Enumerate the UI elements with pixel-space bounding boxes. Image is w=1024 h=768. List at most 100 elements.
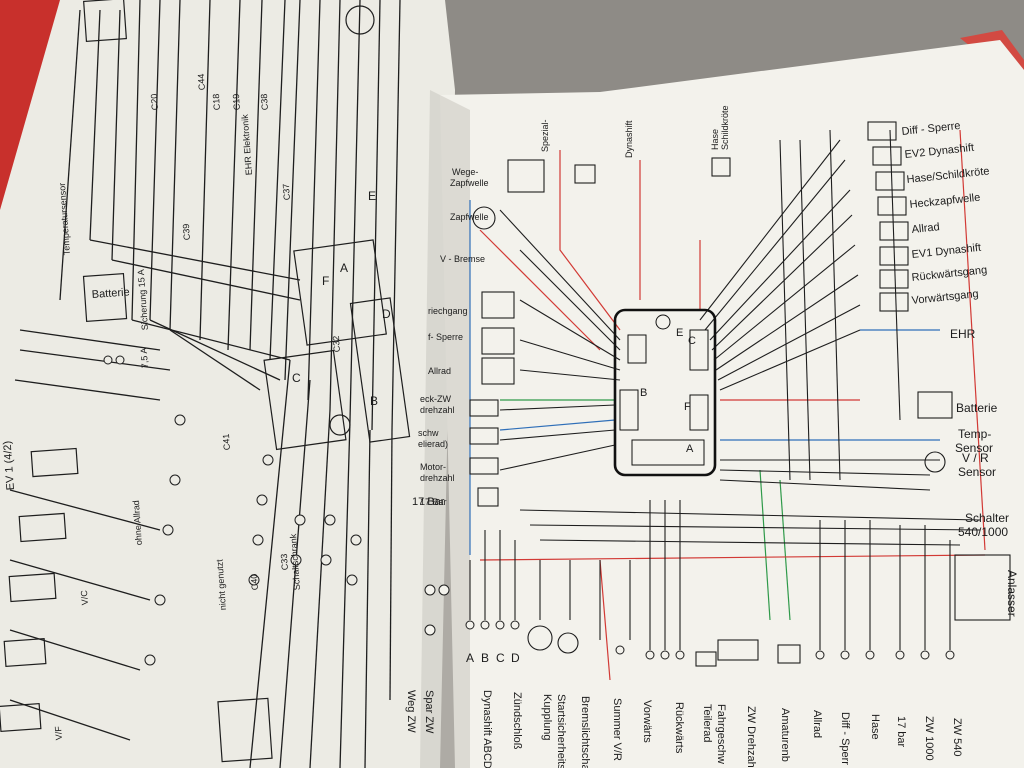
label-fuse-15a: Sicherung 15 A xyxy=(136,269,150,331)
bottom-label-kupplung: Kupplung xyxy=(541,694,553,741)
module-letter-F: F xyxy=(684,401,691,413)
module-letter-A: A xyxy=(686,443,694,455)
bottom-label-bremslichtschalter: Bremslichtschalter xyxy=(579,696,591,768)
label-C18: C18 xyxy=(211,93,222,110)
label-C: C xyxy=(292,371,301,385)
left-components xyxy=(0,0,411,763)
label-v-bremse: V - Bremse xyxy=(440,254,485,264)
bottom-label-vorwaerts: Vorwärts xyxy=(641,700,653,743)
bottom-label-weg-zw: Weg ZW xyxy=(405,690,417,733)
label-anlasser: Anlasser xyxy=(1005,570,1019,617)
terminal-letters: A B C D xyxy=(466,651,520,665)
label-temp-sensor: Sensor xyxy=(955,441,993,455)
gutter-shadow xyxy=(420,90,470,768)
bottom-label-allrad: Allrad xyxy=(811,710,823,738)
label-wege: Wege- xyxy=(452,167,478,177)
label-A-left: A xyxy=(340,261,348,275)
label-fuse-7a: 7,5 A xyxy=(139,347,150,368)
label-batterie-right: Batterie xyxy=(956,401,998,415)
label-C44: C44 xyxy=(196,73,207,90)
label-vc: V/C xyxy=(79,589,90,605)
label-dynashift-top: Dynashift xyxy=(624,120,634,158)
left-connector-dots xyxy=(103,355,362,666)
label-C32: C32 xyxy=(331,335,342,352)
label-temp: Temp- xyxy=(958,427,991,441)
control-module xyxy=(613,308,717,477)
bottom-label-teilerad: Teilerad xyxy=(701,704,713,743)
label-heck-zw: eck-ZW xyxy=(420,394,452,404)
bottom-label-17bar: 17 bar xyxy=(895,716,907,748)
right-colored-wires xyxy=(469,129,986,681)
right-labels-left-column: Wege- Zapfwelle Zapfwelle V - Bremse rie… xyxy=(418,167,489,507)
label-ev1: EV 1 (4/2) xyxy=(2,440,17,490)
label-wege-zapfwelle: Zapfwelle xyxy=(450,178,489,188)
label-diff-sperre-left: f- Sperre xyxy=(428,332,463,342)
label-schaltschrank: Schaltschrank xyxy=(288,533,302,591)
bottom-label-fahrgeschw: Fahrgeschw xyxy=(715,704,727,764)
label-kriechgang: riechgang xyxy=(428,306,468,316)
label-fahrgeschw: schw xyxy=(418,428,439,438)
left-page xyxy=(0,0,455,768)
bottom-label-diff-sperr: Diff - Sperr xyxy=(839,712,851,765)
left-wiring xyxy=(9,0,401,768)
label-C33: C33 xyxy=(279,553,290,570)
label-17bar-left: 17 Bar xyxy=(412,496,445,508)
bottom-label-zuendschloss: Zündschloß xyxy=(511,692,523,750)
label-allrad-right: Allrad xyxy=(911,221,940,236)
label-D-left: D xyxy=(382,307,391,321)
label-motor: Motor- xyxy=(420,462,446,472)
label-C37: C37 xyxy=(281,183,292,200)
label-vf: V/F xyxy=(53,725,64,740)
label-vr: V / R xyxy=(962,451,989,465)
right-page xyxy=(440,40,1024,768)
label-B-left: B xyxy=(370,394,378,408)
label-teilerad: elierad) xyxy=(418,439,448,449)
right-labels-top: Spezial- Dynashift Hase Schildkröte xyxy=(540,105,730,158)
label-C40: C40 xyxy=(249,573,260,590)
label-ehr: EHR xyxy=(950,327,976,341)
label-ehr-elektronik: EHR Elektronik xyxy=(240,113,254,175)
bottom-label-zw1000: ZW 1000 xyxy=(923,716,935,761)
bottom-label-amaturenb: Amaturenb xyxy=(779,708,791,762)
label-allrad-left: Allrad xyxy=(428,366,451,376)
terminal-A: A xyxy=(466,651,474,665)
label-motor-drehzahl: drehzahl xyxy=(420,473,455,483)
bottom-label-rueckwaerts: Rückwärts xyxy=(673,702,685,754)
module-letter-B: B xyxy=(640,387,647,399)
terminal-C: C xyxy=(496,651,505,665)
label-schalter: Schalter xyxy=(965,511,1009,525)
label-ohne-allrad: ohne Allrad xyxy=(131,500,144,546)
label-E-left: E xyxy=(368,189,376,203)
bottom-label-spar-zw: Spar ZW xyxy=(423,690,435,734)
label-C39: C39 xyxy=(181,223,192,240)
label-C41: C41 xyxy=(221,433,232,450)
label-C20: C20 xyxy=(149,93,160,110)
label-17bar-right: 17 Bar xyxy=(420,497,447,507)
bottom-label-dynashift-abcd: Dynashift ABCD xyxy=(481,690,493,768)
bottom-label-hase: Hase xyxy=(869,714,881,740)
bottom-label-zw540: ZW 540 xyxy=(951,718,963,757)
label-zapfwelle: Zapfwelle xyxy=(450,212,489,222)
label-battery-left: Batterie xyxy=(91,286,130,301)
label-vr-sensor: Sensor xyxy=(958,465,996,479)
label-540-1000: 540/1000 xyxy=(958,525,1008,539)
right-connector-dots xyxy=(424,584,955,660)
bottom-label-startsicherheits: Startsicherheits xyxy=(555,694,567,768)
module-letter-E: E xyxy=(676,327,683,339)
label-schildkroete-top: Schildkröte xyxy=(720,105,730,150)
bottom-labels: Spar ZW Weg ZW Dynashift ABCD Zündschloß… xyxy=(405,690,963,768)
relay-boxes xyxy=(469,121,1011,667)
label-C19: C19 xyxy=(231,93,242,110)
left-labels: Batterie Temperatursensor Sicherung 15 A… xyxy=(2,73,445,740)
label-hase-top: Hase xyxy=(710,129,720,150)
bottom-label-zw-drehzahl: ZW Drehzahl xyxy=(745,706,757,768)
right-black-wires xyxy=(469,129,981,650)
label-nicht-genutzt: nicht genutzt xyxy=(214,558,228,610)
label-heck-zw-drehzahl: drehzahl xyxy=(420,405,455,415)
module-letters: E C B F A xyxy=(640,327,696,455)
module-letter-C: C xyxy=(688,335,696,347)
terminal-B: B xyxy=(481,651,489,665)
bottom-label-summer-vr: Summer V/R xyxy=(611,698,623,761)
terminal-D: D xyxy=(511,651,520,665)
